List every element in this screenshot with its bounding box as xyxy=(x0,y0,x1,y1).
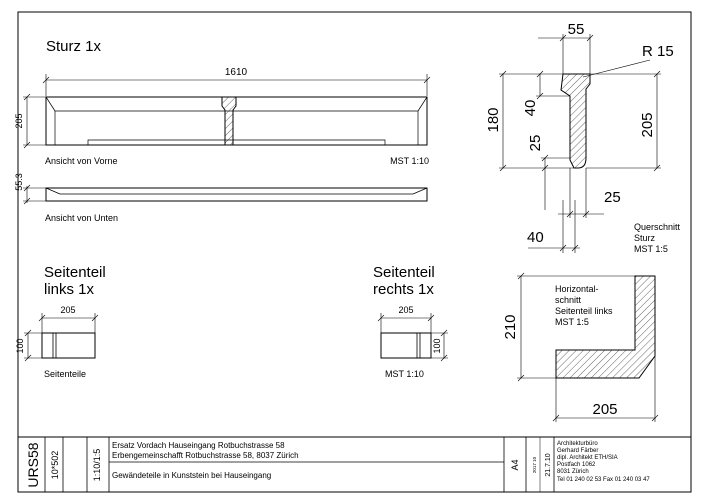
date-small: 2017 10 xyxy=(532,456,537,473)
svg-text:25: 25 xyxy=(604,189,621,206)
project-code: URS58 xyxy=(25,442,41,487)
svg-text:55.3: 55.3 xyxy=(14,173,24,191)
left-title-2: links 1x xyxy=(44,281,95,298)
right-scale: MST 1:10 xyxy=(385,369,424,379)
bottom-label: Ansicht von Unten xyxy=(45,213,118,223)
svg-text:205: 205 xyxy=(398,305,413,315)
drawing-number: 10*502 xyxy=(50,451,60,480)
section-label-2: Sturz xyxy=(634,233,656,243)
horizontal-section xyxy=(555,275,656,379)
svg-text:205: 205 xyxy=(639,112,656,137)
cross-section xyxy=(560,73,591,169)
office-line-2: Gerhard Färber xyxy=(557,448,598,454)
svg-text:1610: 1610 xyxy=(225,67,248,78)
svg-text:205: 205 xyxy=(592,401,617,418)
horizontal-label-4: MST 1:5 xyxy=(555,317,589,327)
svg-text:180: 180 xyxy=(485,107,502,132)
right-title-2: rechts 1x xyxy=(373,281,434,298)
left-piece: 205 100 xyxy=(15,305,99,362)
svg-text:55: 55 xyxy=(568,21,585,38)
dim-front-height: 205 xyxy=(14,93,46,149)
sturz-front-view xyxy=(45,96,428,146)
drawing-date: 21.7.10 xyxy=(545,453,552,476)
svg-text:100: 100 xyxy=(432,338,442,353)
left-label: Seitenteile xyxy=(44,369,86,379)
paper-format: A4 xyxy=(510,459,520,470)
front-label: Ansicht von Vorne xyxy=(45,156,118,166)
svg-text:205: 205 xyxy=(14,113,24,128)
sturz-bottom-view xyxy=(45,187,428,202)
dim-bottom-height: 55.3 xyxy=(14,173,46,205)
svg-text:100: 100 xyxy=(15,338,25,353)
drawing-scale: 1:10/1:5 xyxy=(92,449,102,482)
section-label-3: MST 1:5 xyxy=(634,244,668,254)
office-line-4: Postfach 1062 xyxy=(557,462,596,468)
horizontal-label-3: Seitenteil links xyxy=(555,306,613,316)
office-line-3: dipl. Architekt ETH/SIA xyxy=(557,455,618,461)
right-piece: 205 100 xyxy=(377,305,448,362)
drawing-subtitle: Gewändeteile in Kunststein bei Hauseinga… xyxy=(112,471,271,480)
title-block xyxy=(18,436,691,492)
cross-section-dims: 55 R 15 180 40 205 25 25 xyxy=(485,21,674,253)
office-line-5: 8031 Zürich xyxy=(557,469,589,475)
svg-text:R 15: R 15 xyxy=(642,43,674,60)
office-line-6: Tel 01 240 02 53 Fax 01 240 03 47 xyxy=(557,477,650,483)
svg-text:40: 40 xyxy=(527,229,544,246)
right-title-1: Seitenteil xyxy=(373,264,435,281)
svg-text:210: 210 xyxy=(502,314,519,339)
svg-text:205: 205 xyxy=(60,305,75,315)
horizontal-label-1: Horizontal- xyxy=(555,284,599,294)
dim-length: 1610 xyxy=(42,67,431,96)
left-title-1: Seitenteil xyxy=(44,264,106,281)
office-line-1: Architekturbüro xyxy=(557,441,598,447)
front-scale: MST 1:10 xyxy=(390,156,429,166)
svg-text:25: 25 xyxy=(527,135,544,152)
svg-text:40: 40 xyxy=(522,100,539,117)
section-label-1: Querschnitt xyxy=(634,222,681,232)
drawing-frame xyxy=(17,11,692,493)
horizontal-label-2: schnitt xyxy=(555,295,582,305)
horizontal-section-dims: 210 205 xyxy=(502,272,659,422)
title-line-1: Ersatz Vordach Hauseingang Rotbuchstrass… xyxy=(112,441,285,450)
title-line-2: Erbengemeinschafft Rotbuchstrasse 58, 80… xyxy=(112,451,299,460)
sturz-title: Sturz 1x xyxy=(46,38,102,55)
